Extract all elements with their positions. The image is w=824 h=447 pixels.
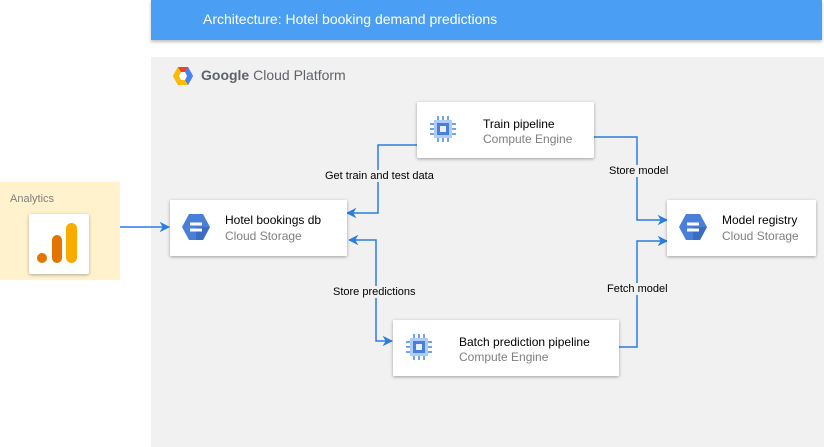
google-analytics-icon: [37, 223, 77, 263]
node-title: Batch prediction pipeline: [459, 335, 590, 349]
edge-label-fetch-model: Fetch model: [606, 283, 669, 295]
diagram-title: Architecture: Hotel booking demand predi…: [203, 11, 498, 27]
google-analytics-card: [29, 214, 89, 274]
edge-label-store-model: Store model: [608, 165, 670, 177]
node-subtitle: Compute Engine: [483, 132, 573, 146]
gcp-brand: Google: [201, 67, 250, 83]
gcp-product: Cloud Platform: [253, 67, 346, 83]
analytics-group: Analytics: [0, 182, 120, 280]
diagram-header: Architecture: Hotel booking demand predi…: [151, 0, 822, 40]
node-subtitle: Cloud Storage: [722, 229, 799, 243]
edge-store-model: [594, 136, 669, 226]
cloud-storage-icon: [679, 214, 707, 240]
node-subtitle: Cloud Storage: [225, 229, 302, 243]
gcp-title: Google Cloud Platform: [201, 67, 346, 83]
node-subtitle: Compute Engine: [459, 350, 549, 364]
node-hotel-bookings-db[interactable]: Hotel bookings db Cloud Storage: [170, 200, 347, 256]
analytics-label: Analytics: [10, 193, 55, 205]
node-train-pipeline[interactable]: Train pipeline Compute Engine: [417, 102, 594, 158]
edge-label-store-predictions: Store predictions: [332, 286, 417, 298]
node-title: Model registry: [722, 213, 798, 227]
node-model-registry[interactable]: Model registry Cloud Storage: [667, 200, 816, 256]
node-title: Hotel bookings db: [225, 213, 322, 227]
compute-engine-icon: [406, 334, 432, 360]
compute-engine-icon: [430, 116, 456, 142]
node-title: Train pipeline: [483, 117, 555, 131]
node-batch-prediction-pipeline[interactable]: Batch prediction pipeline Compute Engine: [393, 320, 619, 376]
edge-label-get-data: Get train and test data: [324, 170, 435, 182]
cloud-storage-icon: [182, 214, 210, 240]
google-cloud-logo-icon: [173, 67, 193, 85]
